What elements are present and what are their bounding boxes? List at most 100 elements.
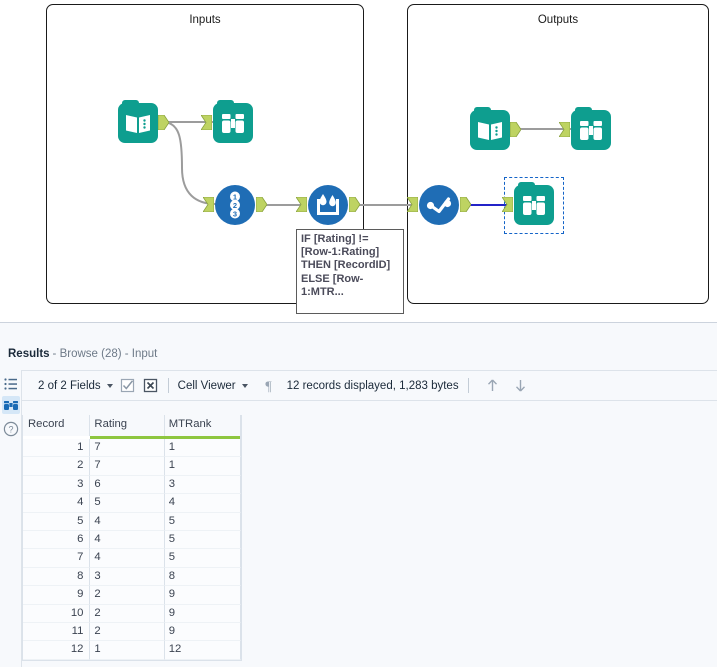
workflow-canvas[interactable]: Inputs Outputs <box>0 0 717 322</box>
table-cell-rating[interactable]: 7 <box>90 457 165 476</box>
table-cell-record[interactable]: 9 <box>23 586 91 605</box>
zigzag-dots-glyph <box>426 197 452 214</box>
results-panel: Results - Browse (28) - Input 2 of 2 Fie… <box>0 322 717 667</box>
results-toolbar: 2 of 2 Fields Cell Viewer <box>0 370 717 401</box>
table-cell-record[interactable]: 6 <box>23 530 91 550</box>
table-cell-rating[interactable]: 6 <box>90 475 165 495</box>
column-header-mtrank[interactable]: MTRank <box>164 415 241 436</box>
wire-sort-to-browse-selected <box>460 204 510 206</box>
table-cell-rating[interactable]: 1 <box>90 641 165 660</box>
table-cell-mtrank[interactable]: 9 <box>164 586 241 605</box>
table-cell-rating[interactable]: 3 <box>90 567 165 587</box>
column-header-record[interactable]: Record <box>23 415 91 436</box>
table-cell-rating[interactable]: 7 <box>90 439 165 458</box>
table-cell-mtrank[interactable]: 5 <box>164 530 241 550</box>
table-cell-rating[interactable]: 4 <box>90 512 165 531</box>
output-anchor[interactable] <box>256 197 267 212</box>
record-id-tool[interactable]: 1 2 3 <box>203 185 267 225</box>
browse-tool-inputs[interactable] <box>201 100 253 143</box>
show-formatting-button[interactable]: ¶ <box>260 377 277 395</box>
svg-text:2: 2 <box>233 201 237 210</box>
binoculars-icon <box>4 401 18 410</box>
selection-outline <box>504 177 564 234</box>
table-cell-record[interactable]: 4 <box>23 494 91 513</box>
view-mode-dropdown[interactable]: Cell Viewer <box>178 371 248 400</box>
input-anchor[interactable] <box>201 115 212 130</box>
table-cell-record[interactable]: 10 <box>23 604 91 623</box>
browse-tool-selected[interactable] <box>502 182 554 225</box>
tool-container-outputs[interactable]: Outputs <box>407 4 709 304</box>
table-cell-rating[interactable]: 5 <box>90 494 165 513</box>
table-cell-record[interactable]: 12 <box>23 641 91 660</box>
table-cell-mtrank[interactable]: 8 <box>164 567 241 587</box>
input-anchor[interactable] <box>296 197 307 212</box>
container-title-outputs: Outputs <box>537 14 579 26</box>
input-data-tool-inputs[interactable] <box>118 100 169 143</box>
table-cell-mtrank[interactable]: 5 <box>164 512 241 531</box>
wire-output-input-to-browse <box>513 128 573 130</box>
column-header-rating[interactable]: Rating <box>90 415 165 436</box>
browse-tool-outputs[interactable] <box>559 107 611 150</box>
sort-tool[interactable] <box>407 185 471 225</box>
table-cell-mtrank[interactable]: 1 <box>164 439 241 458</box>
table-cell-record[interactable]: 2 <box>23 457 91 476</box>
table-cell-mtrank[interactable]: 5 <box>164 549 241 568</box>
binoculars-glyph <box>222 114 244 133</box>
output-anchor[interactable] <box>349 197 360 212</box>
table-cell-mtrank[interactable]: 9 <box>164 604 241 623</box>
table-cell-rating[interactable]: 4 <box>90 530 165 550</box>
table-cell-record[interactable]: 11 <box>23 622 91 642</box>
table-cell-rating[interactable]: 4 <box>90 549 165 568</box>
column-type-indicator-row <box>23 436 241 439</box>
output-anchor[interactable] <box>510 122 521 137</box>
table-cell-mtrank[interactable]: 3 <box>164 475 241 495</box>
table-cell-record[interactable]: 8 <box>23 567 91 587</box>
input-anchor[interactable] <box>559 122 570 137</box>
input-anchor[interactable] <box>407 197 418 212</box>
multi-row-formula-tool[interactable] <box>296 185 360 225</box>
output-anchor[interactable] <box>158 115 169 130</box>
select-all-fields-button[interactable] <box>119 377 136 394</box>
tool-container-inputs[interactable]: Inputs <box>46 4 364 304</box>
table-cell-record[interactable]: 5 <box>23 512 91 531</box>
wire-input-to-browse <box>167 121 217 123</box>
table-cell-mtrank[interactable]: 1 <box>164 457 241 476</box>
table-cell-mtrank[interactable]: 12 <box>164 641 241 660</box>
table-cell-record[interactable]: 7 <box>23 549 91 568</box>
rail-list[interactable] <box>2 375 20 393</box>
input-anchor[interactable] <box>203 197 214 212</box>
table-cell-rating[interactable]: 2 <box>90 622 165 642</box>
input-anchor[interactable] <box>502 197 513 212</box>
formula-line-2: [Row-1:Rating] <box>301 246 380 259</box>
container-title-inputs: Inputs <box>189 14 221 26</box>
fields-dropdown[interactable]: 2 of 2 Fields <box>38 371 113 400</box>
deselect-all-fields-button[interactable] <box>142 377 159 394</box>
table-cell-mtrank[interactable]: 4 <box>164 494 241 513</box>
svg-text:3: 3 <box>233 210 237 219</box>
output-anchor[interactable] <box>460 197 471 212</box>
table-cell-mtrank[interactable]: 9 <box>164 622 241 642</box>
table-cell-record[interactable]: 3 <box>23 475 91 495</box>
rail-browse[interactable] <box>2 396 20 414</box>
input-data-tool-outputs[interactable] <box>470 107 521 150</box>
rail-help[interactable]: ? <box>2 420 20 438</box>
table-cell-rating[interactable]: 2 <box>90 604 165 623</box>
table-cell-rating[interactable]: 2 <box>90 586 165 605</box>
nav-up-button[interactable] <box>484 377 501 394</box>
table-cell-record[interactable]: 1 <box>23 439 91 458</box>
nav-down-button[interactable] <box>512 377 529 394</box>
